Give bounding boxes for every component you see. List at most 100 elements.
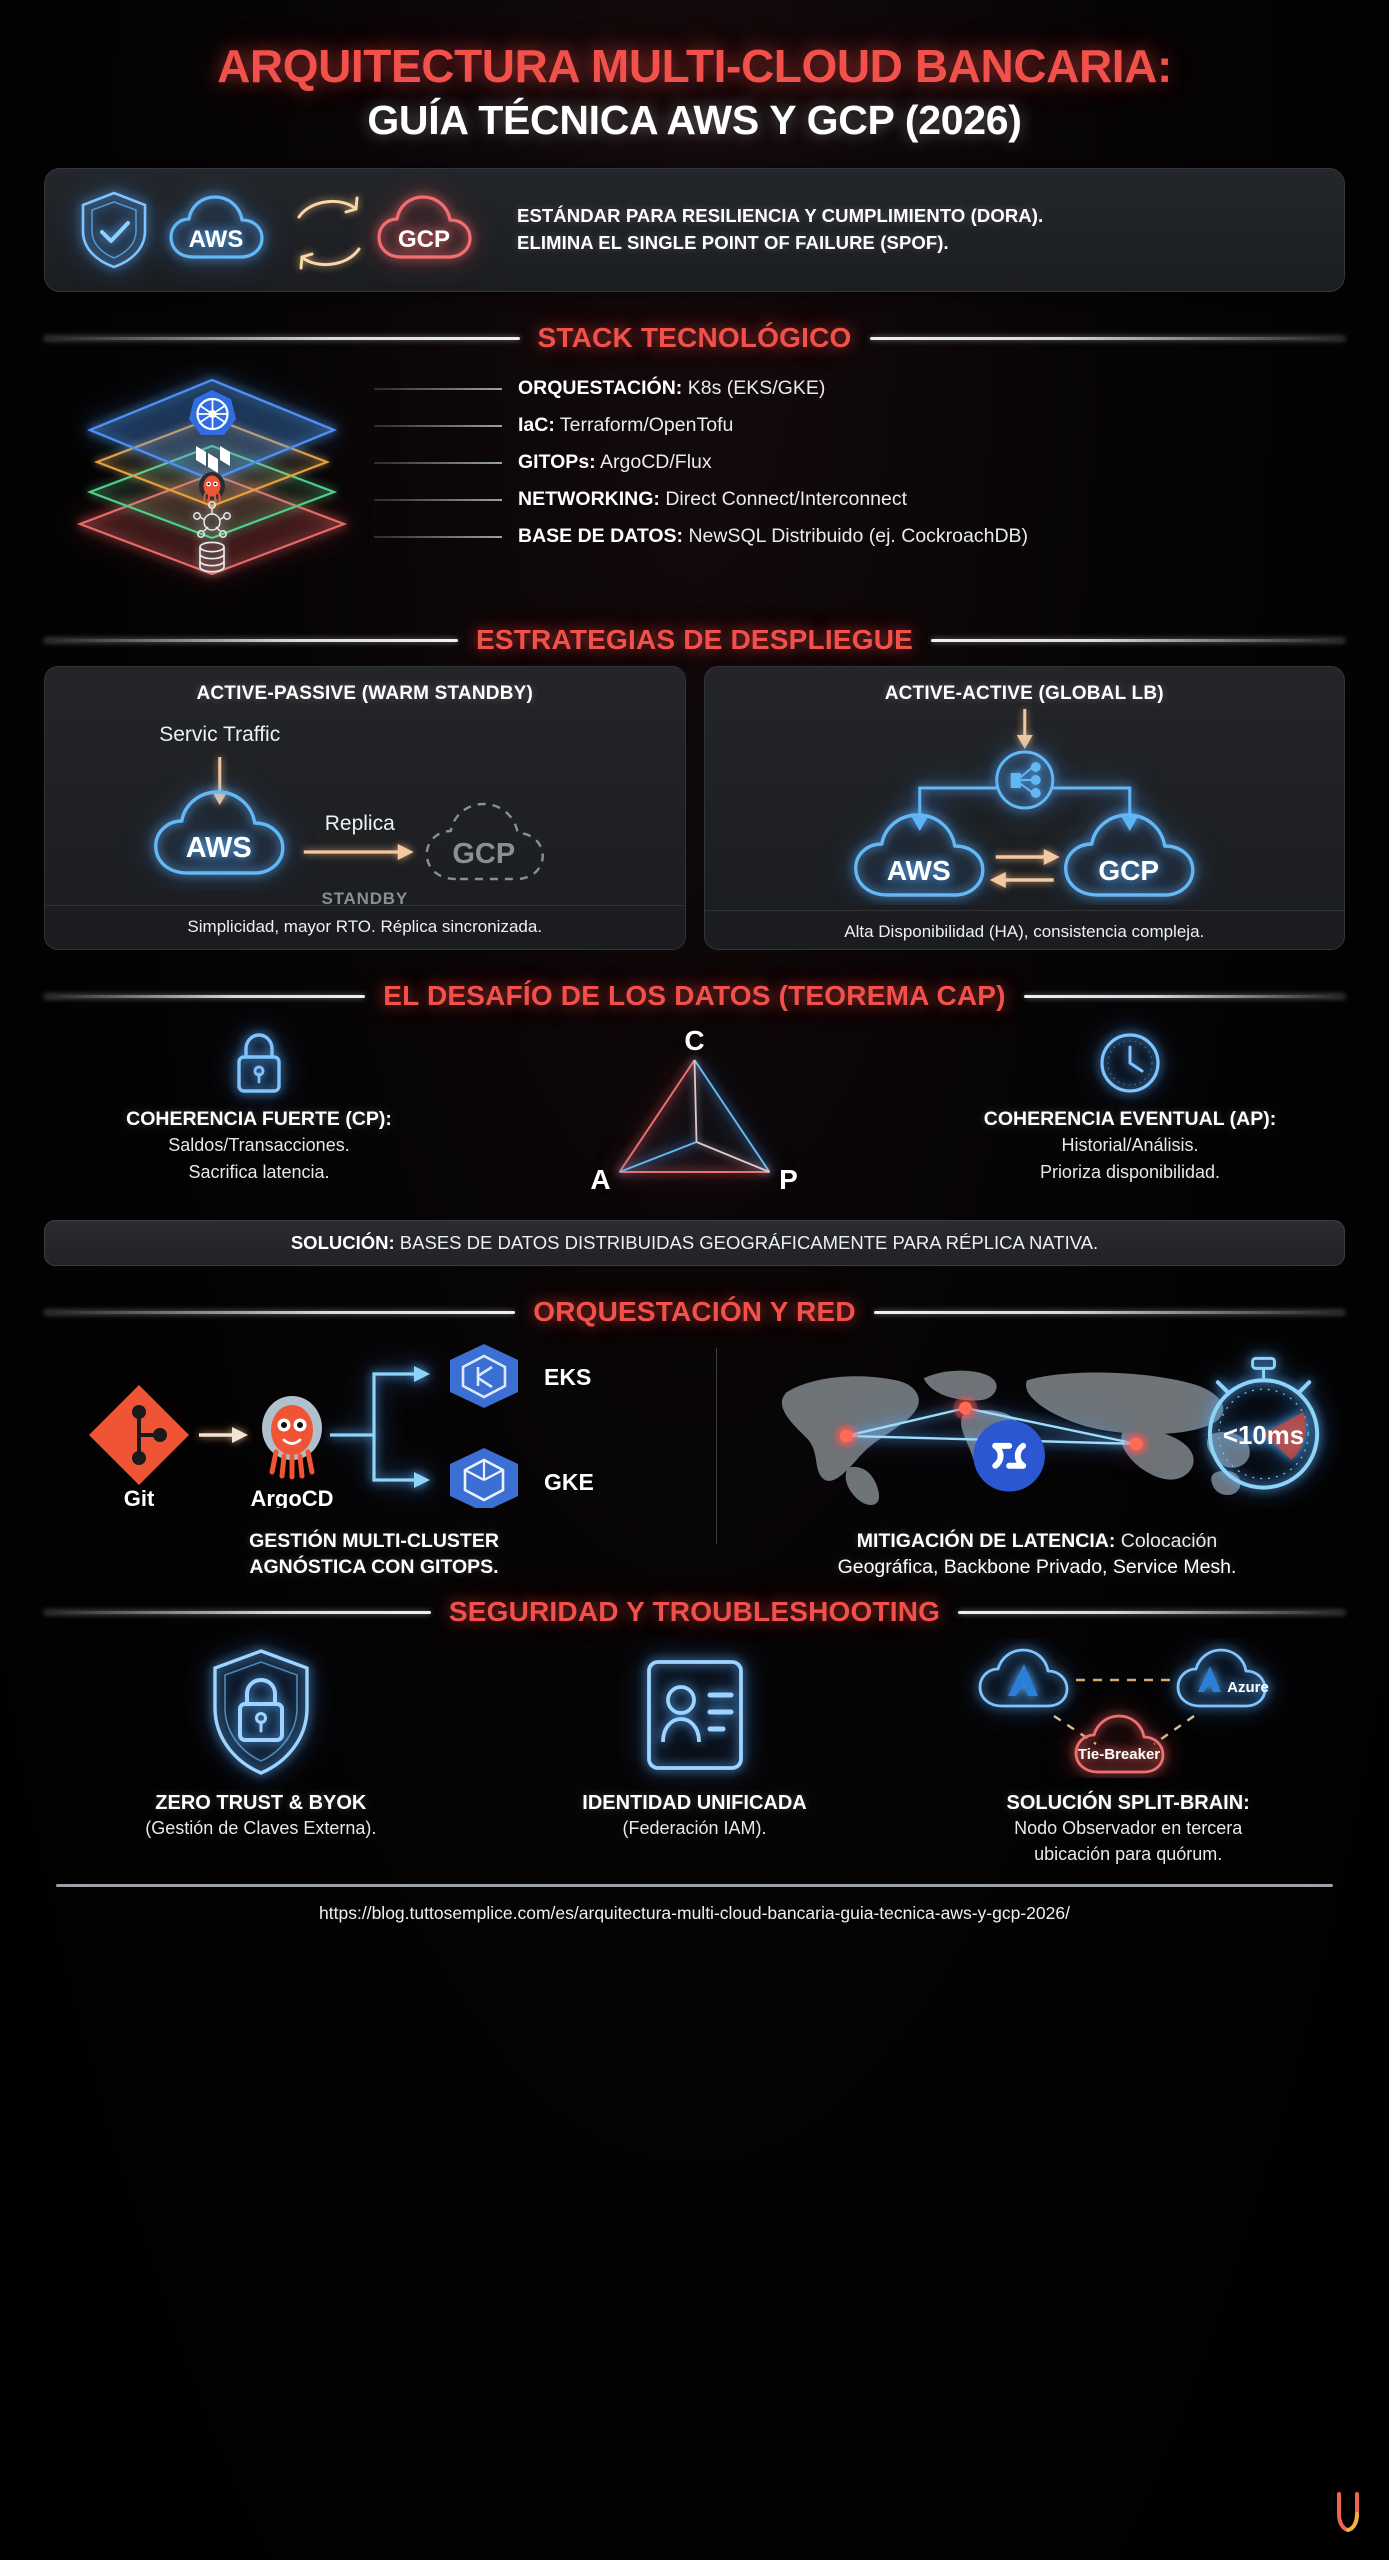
quorum-link-left bbox=[1053, 1715, 1097, 1746]
split-brain-icon: Azure Tie-Breaker bbox=[978, 1648, 1269, 1774]
title-line-1: ARQUITECTURA MULTI-CLOUD BANCARIA: bbox=[217, 40, 1172, 92]
stack-row: ORQUESTACIÓN: K8s (EKS/GKE) bbox=[374, 370, 1374, 407]
shield-lock-icon bbox=[213, 1649, 309, 1776]
quorum-link-right bbox=[1153, 1715, 1195, 1746]
security-column-zero-trust: ZERO TRUST & BYOK (Gestión de Claves Ext… bbox=[44, 1638, 478, 1866]
lock-icon bbox=[237, 1033, 281, 1093]
traffic-label: Servic Traffic bbox=[159, 723, 280, 746]
section-title-cap: EL DESAFÍO DE LOS DATOS (TEOREMA CAP) bbox=[383, 980, 1006, 1012]
latency-caption-label: MITIGACIÓN DE LATENCIA: bbox=[856, 1530, 1116, 1553]
cap-column-cp: COHERENCIA FUERTE (CP): Saldos/Transacci… bbox=[44, 1024, 474, 1185]
stack-value: ArgoCD/Flux bbox=[600, 451, 712, 474]
strategy-cards: ACTIVE-PASSIVE (WARM STANDBY) Servic Tra… bbox=[44, 666, 1345, 951]
cap-ap-heading: COHERENCIA EVENTUAL (AP): bbox=[983, 1108, 1277, 1131]
stack-row: GITOPs: ArgoCD/Flux bbox=[374, 444, 1374, 481]
divider-right bbox=[931, 638, 1345, 642]
stack-layers bbox=[76, 378, 348, 576]
cap-column-ap: COHERENCIA EVENTUAL (AP): Historial/Anál… bbox=[915, 1024, 1345, 1185]
aws-cloud-icon: AWS bbox=[169, 195, 264, 259]
page-title: ARQUITECTURA MULTI-CLOUD BANCARIA: GUÍA … bbox=[44, 0, 1345, 142]
stack-row: NETWORKING: Direct Connect/Interconnect bbox=[374, 481, 1374, 518]
latency-block: <10ms MITIGACIÓN DE LATENCIA: Colocación… bbox=[729, 1340, 1345, 1578]
region-node bbox=[953, 1396, 978, 1421]
argocd-branch-lines bbox=[330, 1366, 430, 1489]
divider-right bbox=[958, 1610, 1345, 1614]
brand-logo-icon bbox=[1337, 2492, 1359, 2533]
aws-cloud-primary: AWS bbox=[154, 790, 285, 875]
orch-caption-line-2: AGNÓSTICA CON GITOPS. bbox=[249, 1555, 499, 1578]
divider-right bbox=[869, 336, 1346, 340]
world-map bbox=[781, 1370, 1250, 1506]
card-footer: Simplicidad, mayor RTO. Réplica sincroni… bbox=[45, 905, 685, 949]
stack-value: NewSQL Distribuido (ej. CockroachDB) bbox=[688, 525, 1029, 548]
bidirectional-sync-arrows bbox=[989, 849, 1060, 889]
gcp-label: GCP bbox=[452, 838, 515, 870]
hero-banner: AWS GCP ESTÁNDAR PARA RESILIENCIA Y CUMP… bbox=[44, 168, 1345, 293]
stopwatch-icon: <10ms bbox=[1207, 1357, 1320, 1490]
stack-labels: ORQUESTACIÓN: K8s (EKS/GKE) IaC: Terrafo… bbox=[374, 370, 1374, 555]
divider-left bbox=[44, 994, 366, 998]
leader-line bbox=[374, 498, 502, 501]
cap-ap-line-1: Historial/Análisis. bbox=[1061, 1135, 1199, 1156]
hero-gcp-label: GCP bbox=[398, 226, 450, 253]
hero-text: ESTÁNDAR PARA RESILIENCIA Y CUMPLIMIENTO… bbox=[509, 203, 1318, 257]
cap-vertex-a: A bbox=[590, 1164, 610, 1195]
footer-url[interactable]: https://blog.tuttosemplice.com/es/arquit… bbox=[319, 1902, 1070, 1923]
gcp-label: GCP bbox=[1098, 855, 1159, 886]
leader-line bbox=[374, 424, 502, 427]
stack-value: Direct Connect/Interconnect bbox=[665, 488, 908, 511]
stack-label: GITOPs: bbox=[518, 451, 596, 474]
section-title-stack: STACK TECNOLÓGICO bbox=[537, 322, 852, 354]
tie-breaker-label: Tie-Breaker bbox=[1078, 1746, 1160, 1763]
section-header-security: SEGURIDAD Y TROUBLESHOOTING bbox=[44, 1596, 1345, 1628]
security-heading: IDENTIDAD UNIFICADA bbox=[582, 1792, 807, 1815]
active-passive-diagram: Servic Traffic AWS Replica bbox=[59, 705, 671, 908]
cap-vertex-p: P bbox=[779, 1164, 798, 1195]
load-balancer-icon bbox=[994, 750, 1054, 810]
security-heading: ZERO TRUST & BYOK bbox=[155, 1792, 367, 1815]
region-node bbox=[1124, 1432, 1149, 1456]
security-column-split-brain: Azure Tie-Breaker SOLUCIÓN SPLIT-BRAIN: … bbox=[911, 1638, 1345, 1866]
solution-text: BASES DE DATOS DISTRIBUIDAS GEOGRÁFICAME… bbox=[394, 1232, 1099, 1254]
cap-cp-line-1: Saldos/Transacciones. bbox=[168, 1135, 350, 1156]
argocd-label: ArgoCD bbox=[250, 1486, 333, 1508]
argocd-icon bbox=[199, 472, 225, 504]
service-mesh-icon bbox=[973, 1420, 1045, 1492]
stack-label: ORQUESTACIÓN: bbox=[518, 377, 683, 400]
replica-arrow bbox=[303, 844, 414, 861]
stack-value: Terraform/OpenTofu bbox=[559, 414, 734, 437]
strategy-card-active-active: ACTIVE-ACTIVE (GLOBAL LB) bbox=[703, 666, 1345, 951]
vertical-divider bbox=[716, 1348, 717, 1545]
gke-icon bbox=[450, 1448, 518, 1513]
section-title-security: SEGURIDAD Y TROUBLESHOOTING bbox=[448, 1596, 941, 1628]
security-sub-2: ubicación para quórum. bbox=[1034, 1843, 1223, 1864]
shield-check-icon bbox=[81, 191, 147, 269]
orch-caption-line-1: GESTIÓN MULTI-CLUSTER bbox=[249, 1530, 499, 1553]
database-icon bbox=[199, 541, 225, 573]
security-columns: ZERO TRUST & BYOK (Gestión de Claves Ext… bbox=[44, 1638, 1345, 1866]
clock-icon bbox=[1100, 1033, 1160, 1093]
latency-caption-line-2: Geográfica, Backbone Privado, Service Me… bbox=[837, 1555, 1237, 1578]
region-node bbox=[834, 1424, 859, 1449]
aws-cloud-left: AWS bbox=[853, 813, 984, 897]
divider-right bbox=[873, 1310, 1346, 1314]
aws-label: AWS bbox=[186, 832, 252, 864]
card-title: ACTIVE-PASSIVE (WARM STANDBY) bbox=[196, 683, 534, 705]
divider-left bbox=[44, 1310, 516, 1314]
cap-cp-heading: COHERENCIA FUERTE (CP): bbox=[126, 1108, 392, 1131]
kubernetes-icon bbox=[189, 390, 236, 436]
lb-branch-lines bbox=[911, 786, 1138, 832]
cap-theorem-block: COHERENCIA FUERTE (CP): Saldos/Transacci… bbox=[44, 1024, 1345, 1214]
stack-diagram: ORQUESTACIÓN: K8s (EKS/GKE) IaC: Terrafo… bbox=[44, 364, 1345, 594]
stack-label: BASE DE DATOS: bbox=[518, 525, 684, 548]
section-header-stack: STACK TECNOLÓGICO bbox=[44, 322, 1346, 354]
section-header-orch: ORQUESTACIÓN Y RED bbox=[44, 1296, 1346, 1328]
ingress-arrow bbox=[1016, 709, 1033, 750]
azure-label: Azure bbox=[1227, 1679, 1269, 1696]
card-title: ACTIVE-ACTIVE (GLOBAL LB) bbox=[884, 683, 1164, 705]
leader-line bbox=[374, 387, 502, 390]
replica-label: Replica bbox=[325, 812, 395, 835]
cap-vertex-c: C bbox=[684, 1025, 704, 1056]
divider-right bbox=[1023, 994, 1345, 998]
gcp-cloud-standby: GCP bbox=[425, 803, 544, 881]
